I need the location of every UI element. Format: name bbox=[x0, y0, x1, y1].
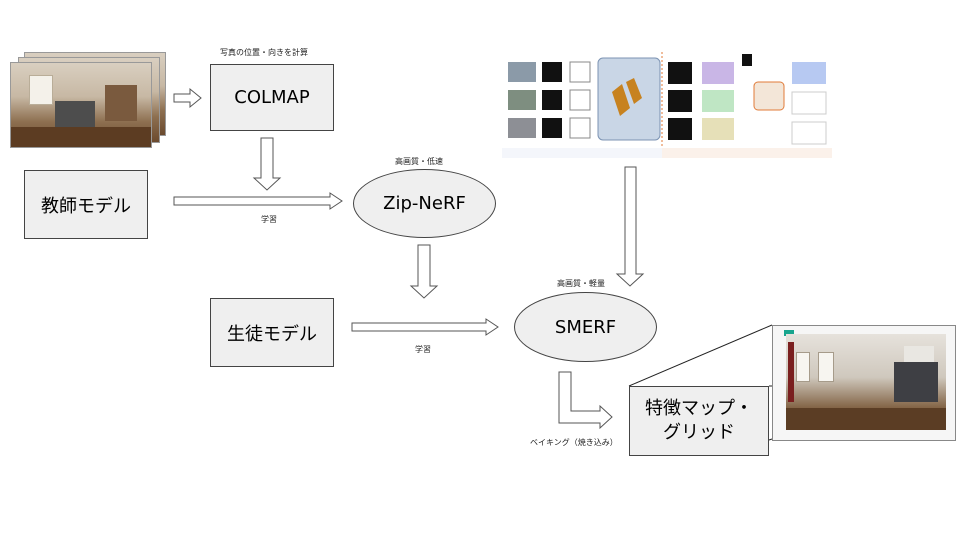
learn-label-1: 学習 bbox=[261, 215, 277, 224]
zipnerf-caption: 高画質・低速 bbox=[395, 157, 443, 166]
arrow-smerf-to-grid bbox=[558, 371, 613, 430]
teacher-model-label: 教師モデル bbox=[41, 195, 131, 217]
smerf-node: SMERF bbox=[514, 292, 657, 362]
zipnerf-node: Zip-NeRF bbox=[353, 169, 496, 238]
zoom-line-lower bbox=[768, 438, 773, 441]
learn-label-2: 学習 bbox=[415, 345, 431, 354]
arrow-figure-to-smerf bbox=[615, 166, 645, 287]
colmap-label: COLMAP bbox=[234, 87, 310, 108]
arrow-colmap-down bbox=[252, 137, 282, 191]
photo-stack-icon bbox=[10, 52, 166, 148]
photo-window bbox=[29, 75, 53, 105]
paper-figure-graphic bbox=[502, 52, 832, 158]
feature-grid-node: 特徴マップ・グリッド bbox=[629, 386, 769, 456]
photo-counter bbox=[55, 101, 95, 127]
photo-front bbox=[10, 62, 152, 148]
room-kitchen bbox=[894, 362, 938, 402]
room-floor bbox=[786, 408, 946, 430]
arrow-zipnerf-down bbox=[409, 244, 439, 299]
colmap-caption: 写真の位置・向きを計算 bbox=[220, 48, 308, 57]
photo-shelf bbox=[105, 85, 137, 121]
paper-figure-icon bbox=[502, 52, 832, 158]
student-model-label: 生徒モデル bbox=[227, 323, 317, 345]
zoom-line-upper bbox=[628, 324, 773, 387]
zipnerf-label: Zip-NeRF bbox=[383, 193, 466, 214]
smerf-label: SMERF bbox=[554, 316, 617, 338]
colmap-node: COLMAP bbox=[210, 64, 334, 131]
arrow-student-to-smerf bbox=[351, 318, 499, 336]
room-curtain bbox=[788, 342, 794, 402]
baking-label: ベイキング（焼き込み） bbox=[530, 438, 618, 447]
arrow-photos-to-colmap bbox=[173, 87, 202, 109]
room-window-left bbox=[796, 352, 810, 382]
smerf-caption: 高画質・軽量 bbox=[557, 279, 605, 288]
room-render-icon bbox=[786, 334, 946, 430]
room-window-right bbox=[818, 352, 834, 382]
room-cabinet bbox=[904, 346, 934, 362]
photo-floor bbox=[11, 127, 151, 147]
feature-grid-label: 特徴マップ・グリッド bbox=[645, 398, 753, 443]
arrow-teacher-to-zipnerf bbox=[173, 192, 343, 210]
student-model-node: 生徒モデル bbox=[210, 298, 334, 367]
teacher-model-node: 教師モデル bbox=[24, 170, 148, 239]
render-ui-badge bbox=[784, 330, 794, 336]
